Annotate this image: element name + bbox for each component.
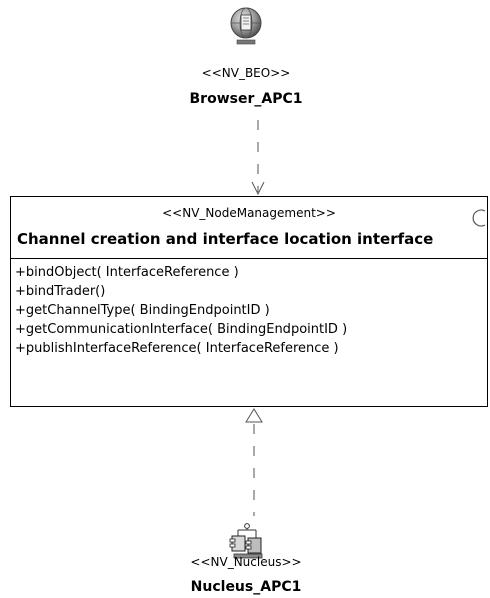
operation-item: +bindTrader(): [15, 284, 106, 299]
interface-circle-icon: [472, 209, 486, 227]
browser-node-name[interactable]: Browser_APC1: [189, 91, 303, 107]
operation-item: +getChannelType( BindingEndpointID ): [15, 303, 270, 318]
operation-item: +getCommunicationInterface( BindingEndpo…: [15, 322, 348, 337]
class-stereotype: <<NV_NodeManagement>>: [162, 206, 336, 220]
class-title: Channel creation and interface location …: [17, 230, 434, 248]
dependency-arrowhead: [251, 181, 265, 196]
realization-arrowhead: [245, 408, 263, 423]
operation-item: +publishInterfaceReference( InterfaceRef…: [15, 341, 339, 356]
nucleus-node-name[interactable]: Nucleus_APC1: [190, 579, 302, 595]
nucleus-components-icon[interactable]: [228, 522, 266, 562]
browser-stereotype: <<NV_BEO>>: [201, 66, 291, 80]
class-box[interactable]: <<NV_NodeManagement>> Channel creation a…: [10, 196, 488, 407]
server-globe-icon[interactable]: [229, 6, 263, 46]
operation-item: +bindObject( InterfaceReference ): [15, 265, 239, 280]
nucleus-stereotype: <<NV_Nucleus>>: [190, 555, 302, 569]
operations-list: +bindObject( InterfaceReference ) +bindT…: [15, 263, 347, 358]
class-header: <<NV_NodeManagement>> Channel creation a…: [11, 197, 487, 259]
